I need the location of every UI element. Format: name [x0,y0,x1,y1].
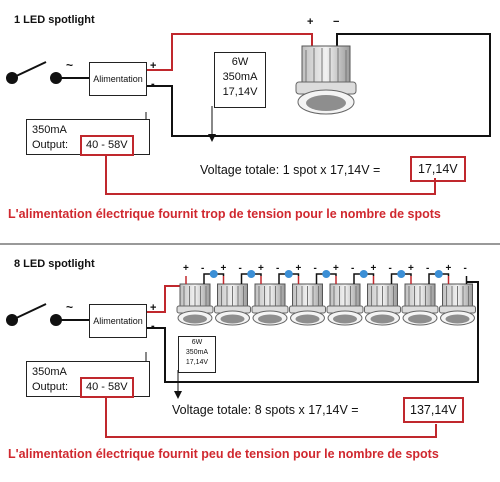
callout-output-label: Output: [32,139,69,151]
total-voltage-box: 17,14V [410,156,466,182]
power-supply-label: Alimentation [93,316,143,326]
spot-minus-sign: - [314,263,317,274]
psu-plus-sign: + [150,60,157,72]
spot-plus-sign: + [307,16,314,28]
led-spotlight-icon [289,283,326,326]
panel-title: 1 LED spotlight [14,14,95,26]
spot-minus-sign: - [464,263,467,274]
spot-plus-sign: + [221,263,227,274]
psu-minus-sign: - [151,78,155,90]
output-callout: 350mA Output: 40 - 58V [26,119,150,156]
tilde-label: ~ [66,300,74,314]
junction-dot [434,270,443,278]
psu-minus-sign: - [151,320,155,332]
warning-message: L'alimentation électrique fournit peu de… [8,447,439,461]
power-supply-label: Alimentation [93,74,143,84]
spot-plus-sign: + [183,263,189,274]
led-spotlight-icon [439,283,476,326]
spotlight-chain: + - + - + - + - + - + - + - + - [176,263,476,326]
red-connector [105,396,437,438]
spot-minus-sign: − [333,16,340,28]
spot-plus-sign: + [371,263,377,274]
warning-message: L'alimentation électrique fournit trop d… [8,207,441,221]
spec-power: 6W [191,339,203,346]
junction-dot [322,270,331,278]
led-spotlight-icon [214,283,251,326]
total-voltage-text: Voltage totale: 8 spots x 17,14V = [172,403,359,417]
spot-minus-sign: - [239,263,242,274]
spot-plus-sign: + [258,263,264,274]
power-supply-box: Alimentation [89,304,147,338]
spot-minus-sign: - [201,263,204,274]
led-spotlight-icon [401,283,439,326]
spec-current: 350mA [222,71,258,83]
output-callout: 350mA Output: 40 - 58V [26,361,150,398]
negative-wire [146,33,491,137]
led-spotlight-icon [364,283,401,326]
led-spotlight-icon [326,283,364,326]
power-supply-box: Alimentation [89,62,147,96]
callout-current: 350mA [32,124,67,136]
spec-power: 6W [231,56,249,68]
output-range-box: 40 - 58V [80,135,134,156]
spec-current: 350mA [185,349,209,356]
psu-plus-sign: + [150,302,157,314]
junction-dot [284,270,293,278]
spot-plus-sign: + [333,263,339,274]
spec-callout: 6W 350mA 17,14V [214,52,266,108]
junction-dot [209,270,218,278]
spec-voltage: 17,14V [222,86,258,98]
spot-plus-sign: + [408,263,414,274]
spot-minus-sign: - [276,263,279,274]
total-voltage-text: Voltage totale: 1 spot x 17,14V = [200,163,381,177]
tilde-label: ~ [66,58,74,72]
callout-output-label: Output: [32,381,69,393]
junction-dot [359,270,368,278]
spec-voltage: 17,14V [185,359,209,366]
spot-minus-sign: - [351,263,354,274]
junction-dot [397,270,406,278]
spot-plus-sign: + [446,263,452,274]
spot-minus-sign: - [426,263,429,274]
red-connector [105,155,436,195]
spec-callout: 6W 350mA 17,14V [178,336,216,373]
positive-wire [146,285,180,313]
spot-plus-sign: + [296,263,302,274]
mains-plug-icon [6,303,89,326]
negative-wire [146,281,479,383]
callout-current: 350mA [32,366,67,378]
spot-minus-sign: - [389,263,392,274]
positive-wire [146,33,313,71]
led-spotlight-icon [251,283,289,326]
led-spotlight-icon [295,45,357,115]
output-range-box: 40 - 58V [80,377,134,398]
total-voltage-box: 137,14V [403,397,464,423]
panel-title: 8 LED spotlight [14,258,95,270]
led-spotlight-icon [176,283,214,326]
mains-plug-icon [6,61,89,84]
junction-dot [247,270,256,278]
